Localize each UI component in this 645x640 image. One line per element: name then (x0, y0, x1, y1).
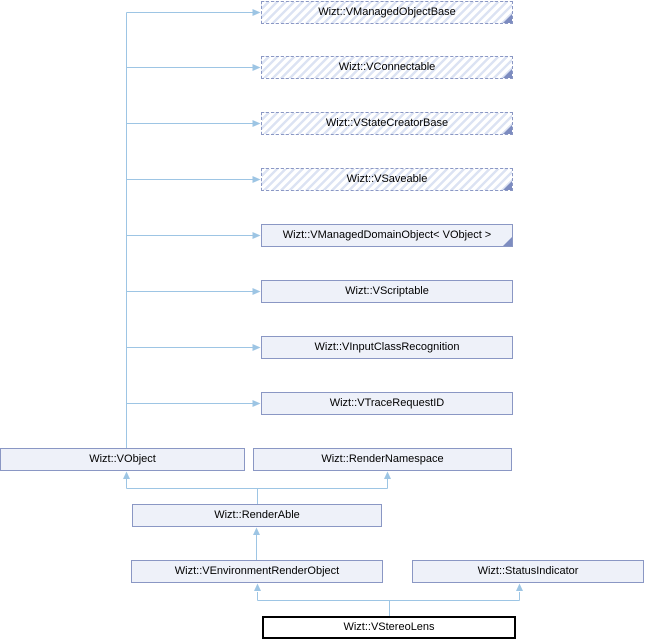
class-node-vmanagedobjectbase: Wizt::VManagedObjectBase (261, 1, 513, 24)
class-node-vscriptable[interactable]: Wizt::VScriptable (261, 280, 513, 303)
class-label: Wizt::VScriptable (345, 285, 429, 297)
class-label: Wizt::VStereoLens (343, 621, 435, 633)
truncation-corner-icon (503, 14, 512, 23)
class-label: Wizt::VEnvironmentRenderObject (174, 565, 340, 577)
class-label: Wizt::StatusIndicator (477, 565, 579, 577)
class-node-vobject[interactable]: Wizt::VObject (0, 448, 245, 471)
class-node-vmanageddomainobject[interactable]: Wizt::VManagedDomainObject< VObject > (261, 224, 513, 247)
truncation-corner-icon (503, 125, 512, 134)
truncation-corner-icon (503, 69, 512, 78)
class-node-vstereolens-current: Wizt::VStereoLens (262, 616, 516, 639)
class-node-vstatecreatorbase: Wizt::VStateCreatorBase (261, 112, 513, 135)
class-label: Wizt::RenderNamespace (321, 453, 444, 465)
truncation-corner-icon (503, 237, 512, 246)
class-node-statusindicator[interactable]: Wizt::StatusIndicator (412, 560, 644, 583)
class-node-rendernamespace[interactable]: Wizt::RenderNamespace (253, 448, 512, 471)
class-node-vinputclassrecognition[interactable]: Wizt::VInputClassRecognition (261, 336, 513, 359)
class-label: Wizt::VObject (89, 453, 156, 465)
class-node-vtracerequestid[interactable]: Wizt::VTraceRequestID (261, 392, 513, 415)
class-label: Wizt::VSaveable (346, 173, 428, 185)
class-node-renderable[interactable]: Wizt::RenderAble (132, 504, 382, 527)
class-label: Wizt::VStateCreatorBase (325, 117, 449, 129)
class-node-vconnectable: Wizt::VConnectable (261, 56, 513, 79)
truncation-corner-icon (503, 181, 512, 190)
class-label: Wizt::VInputClassRecognition (314, 341, 460, 353)
class-label: Wizt::VManagedDomainObject< VObject > (282, 229, 492, 241)
class-label: Wizt::RenderAble (214, 509, 300, 521)
class-node-venvironmentrenderobject[interactable]: Wizt::VEnvironmentRenderObject (131, 560, 383, 583)
class-label: Wizt::VManagedObjectBase (318, 6, 456, 18)
class-node-vsaveable: Wizt::VSaveable (261, 168, 513, 191)
class-label: Wizt::VConnectable (338, 61, 436, 73)
class-label: Wizt::VTraceRequestID (329, 397, 445, 409)
